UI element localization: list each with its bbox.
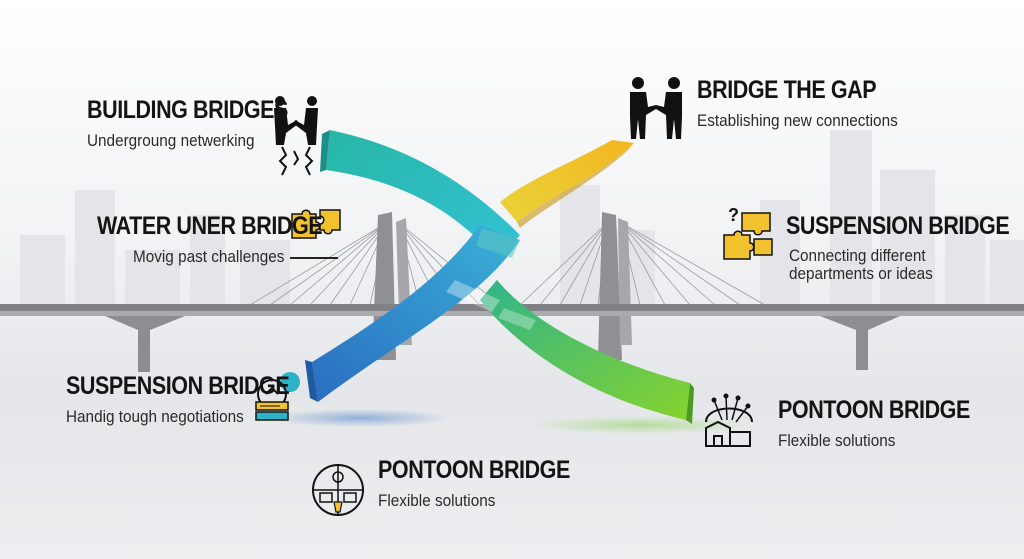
network-house-icon [705, 393, 753, 447]
crossing-ribbons [305, 130, 694, 424]
bridge-the-gap-title: BRIDGE THE GAP [697, 76, 877, 104]
building-bridges-title: BUILDING BRIDGES [87, 96, 288, 124]
label-building-bridges: BUILDING BRIDGES Undergroung netwerking [87, 96, 321, 151]
suspension-bridge-right-title: SUSPENSION BRIDGE [786, 212, 1010, 240]
label-pontoon-bridge-right: PONTOON BRIDGE Flexible solutions [778, 396, 1001, 451]
handshake-icon [274, 96, 318, 176]
pontoon-bridge-right-title: PONTOON BRIDGE [778, 396, 970, 424]
negotiation-icon [255, 372, 300, 421]
puzzle-question-icon: ? [723, 205, 773, 260]
options-circle-icon [312, 464, 364, 516]
pontoon-bridge-bottom-subtitle: Flexible solutions [378, 491, 496, 510]
label-suspension-bridge-right: SUSPENSION BRIDGE Connecting different d… [786, 212, 1024, 283]
svg-text:?: ? [728, 205, 739, 225]
water-under-bridge-subtitle: Movig past challenges [133, 247, 285, 266]
building-bridges-subtitle: Undergroung netwerking [87, 131, 255, 150]
pontoon-bridge-right-subtitle: Flexible solutions [778, 431, 896, 450]
label-water-under-bridge: WATER UNER BRIDGE Movig past challenges [97, 212, 359, 267]
label-suspension-bridge-left: SUSPENSION BRIDGE Handig tough negotiati… [66, 372, 326, 427]
label-pontoon-bridge-bottom: PONTOON BRIDGE Flexible solutions [378, 456, 601, 511]
puzzle-icon [291, 209, 341, 239]
water-under-bridge-title: WATER UNER BRIDGE [97, 212, 323, 240]
bridge-the-gap-subtitle: Establishing new connections [697, 111, 898, 130]
suspension-bridge-left-subtitle: Handig tough negotiations [66, 407, 244, 426]
suspension-bridge-left-title: SUSPENSION BRIDGE [66, 372, 290, 400]
suspension-bridge-right-subtitle: Connecting different departments or idea… [789, 246, 933, 283]
handshake-people-icon [630, 77, 682, 139]
pontoon-bridge-bottom-title: PONTOON BRIDGE [378, 456, 570, 484]
label-bridge-the-gap: BRIDGE THE GAP Establishing new connecti… [697, 76, 920, 131]
suspension-cables [249, 221, 766, 306]
